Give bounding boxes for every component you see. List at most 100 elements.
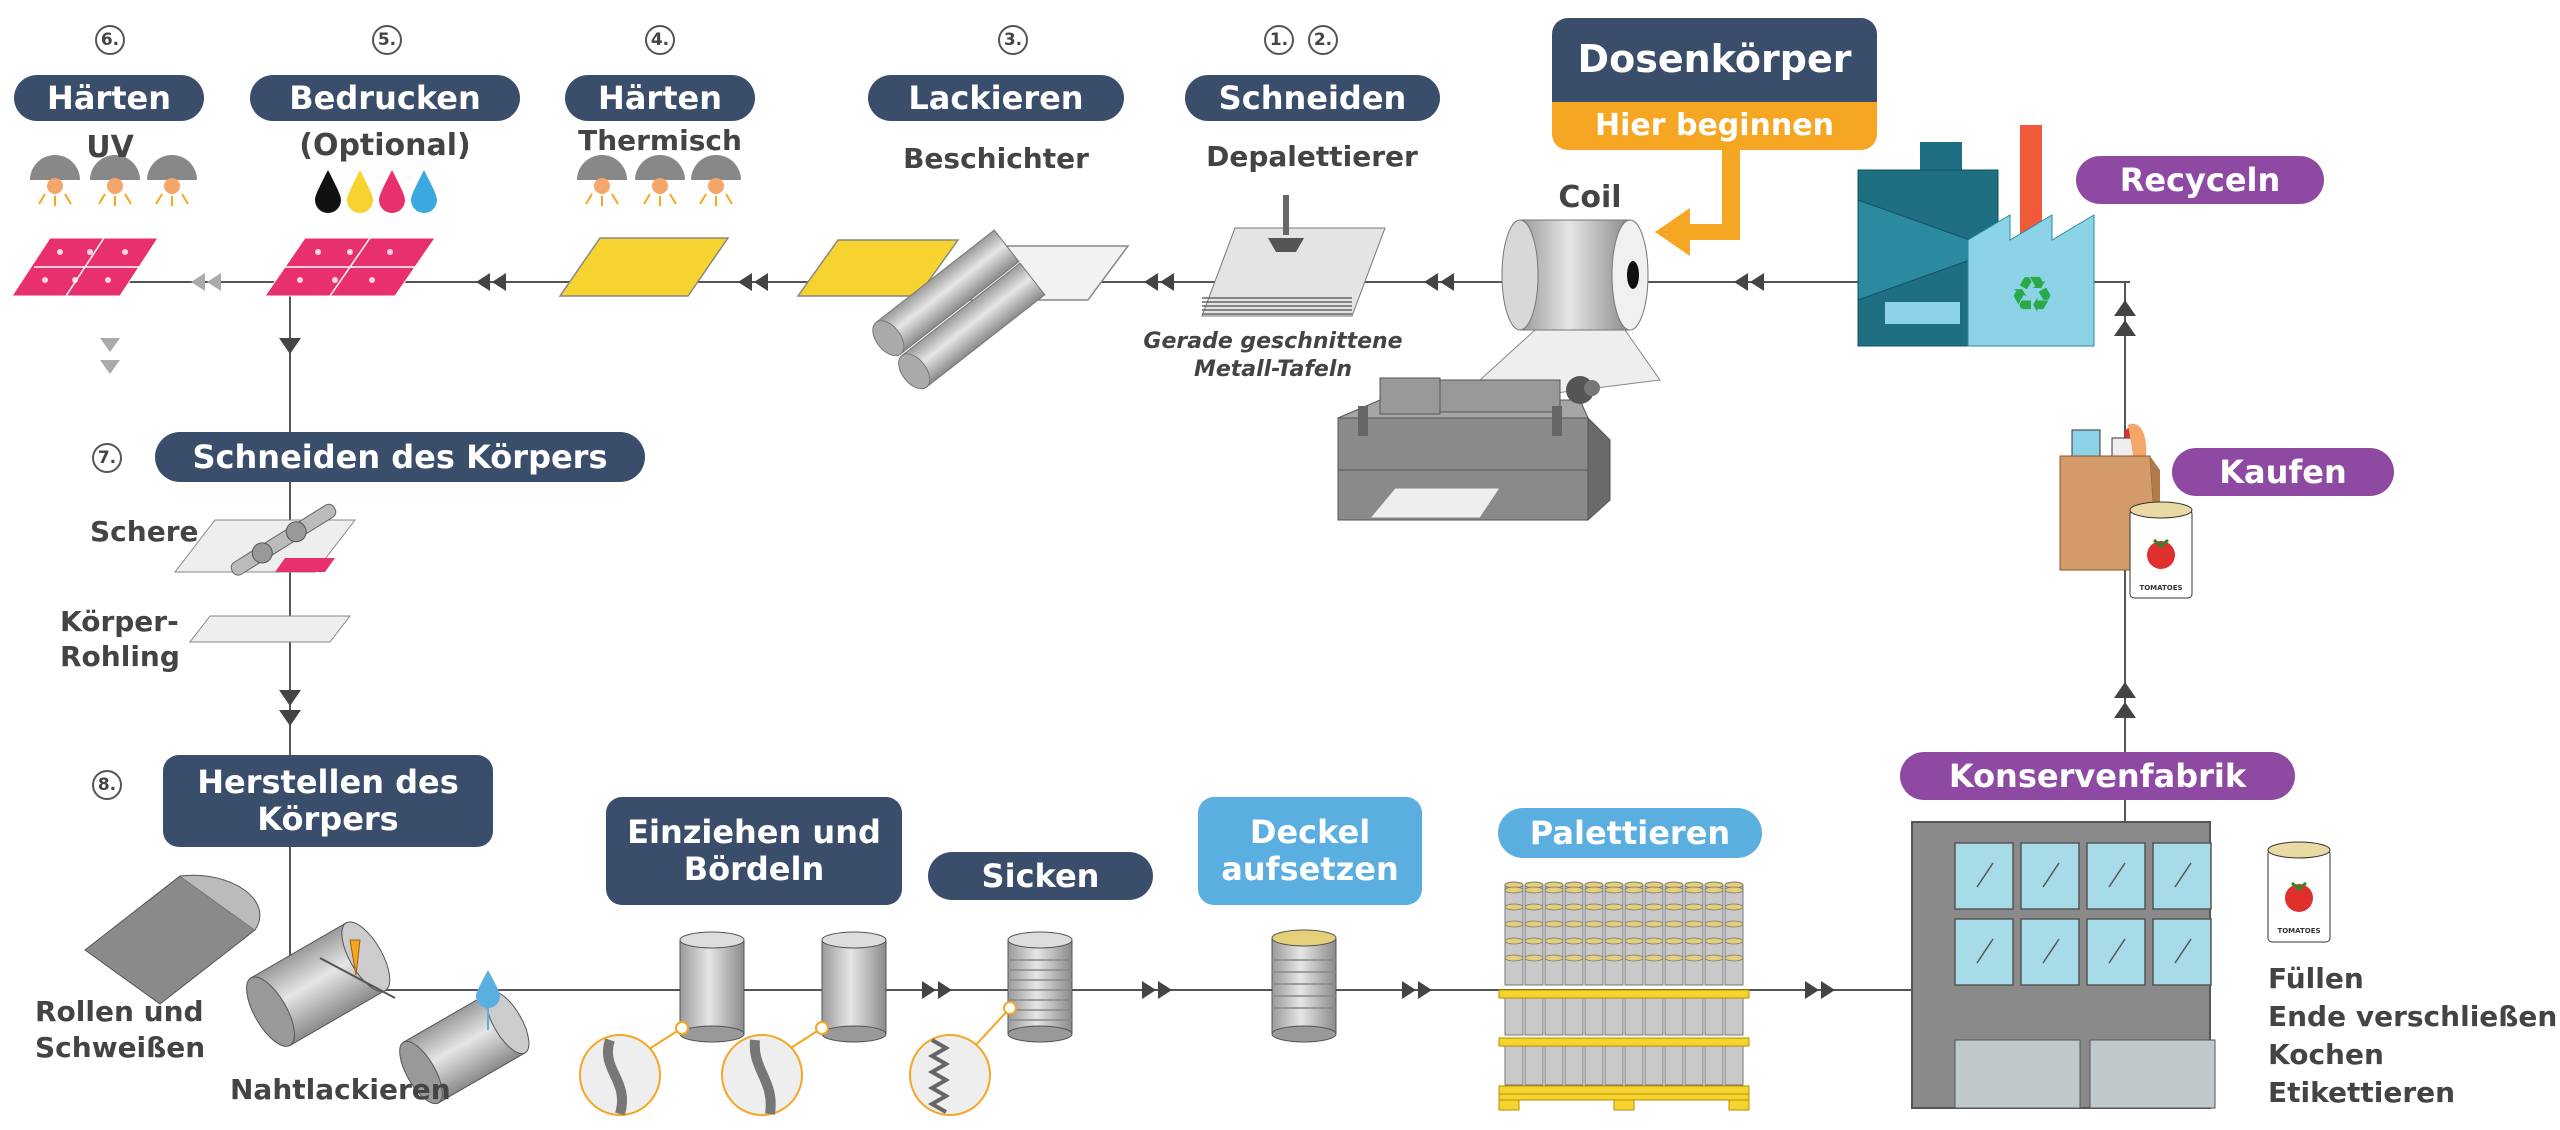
step-number-7: 7. (92, 443, 122, 473)
start-title: Dosenkörper (1552, 18, 1877, 102)
start-subtitle: Hier beginnen (1552, 102, 1877, 150)
pallet-can-top (1664, 903, 1684, 911)
pallet-can-top (1644, 937, 1664, 945)
pallet-can (1624, 994, 1644, 1036)
tomato-label-2: TOMATOES (2277, 927, 2320, 935)
top-arrows (191, 273, 1764, 291)
pallet-can (1684, 994, 1704, 1036)
pallet-can-top (1524, 937, 1544, 945)
pallet-can-top (1524, 920, 1544, 928)
pallet-can (1644, 884, 1664, 986)
pallet-can-top (1604, 886, 1624, 894)
pallet-layer-sheet (1498, 1085, 1750, 1095)
recycling-plant-icon: ♻ (1857, 125, 2095, 347)
pallet-can-top (1604, 920, 1624, 928)
pallet-can-top (1704, 920, 1724, 928)
detail-magnifiers (579, 1001, 1017, 1116)
pallet-can-top (1544, 903, 1564, 911)
pallet-can-top (1664, 937, 1684, 945)
seam-coating-label: Nahtlackieren (230, 1073, 451, 1106)
lid-title: Deckel aufsetzen (1198, 797, 1422, 905)
pallet-can-top (1644, 886, 1664, 894)
pallet-can (1604, 994, 1624, 1036)
pallet-can (1644, 994, 1664, 1036)
pallet-can-top (1704, 886, 1724, 894)
pallet-can (1604, 1042, 1624, 1086)
pallet-can-top (1684, 937, 1704, 945)
right-vertical-arrows (2114, 300, 2136, 718)
sheet-stack-icon (1201, 195, 1386, 317)
pallet-can-top (1624, 920, 1644, 928)
window-glare (2042, 938, 2060, 964)
pallet-can-top (1624, 886, 1644, 894)
cannery-building-icon (1911, 821, 2216, 1109)
seam-coating-icon (399, 970, 530, 1105)
pallet-can-top (1564, 937, 1584, 945)
seal-end-label: Ende verschließen (2268, 1000, 2558, 1033)
pallet-can-top (1504, 920, 1524, 928)
window-glare (2174, 938, 2192, 964)
pallet-can-top (1684, 886, 1704, 894)
window-glare (2108, 938, 2126, 964)
buy-title: Kaufen (2172, 448, 2394, 496)
step-1-2-note: Gerade geschnittene Metall-Tafeln (1143, 329, 1403, 382)
pallet-can (1544, 994, 1564, 1036)
flange-profile-icon (749, 1039, 776, 1115)
pallet-foot (1498, 1099, 1520, 1111)
pallet-can-top (1704, 903, 1724, 911)
coated-sheet-icon (558, 237, 730, 297)
pallet-can (1564, 1042, 1584, 1086)
step-number-5: 5. (372, 25, 402, 55)
pallet-can-top (1504, 903, 1524, 911)
body-blank-label: Körper-Rohling (60, 605, 180, 673)
cannery-title: Konservenfabrik (1900, 752, 2295, 800)
coater-rollers-icon (796, 229, 1130, 390)
step-5-title: Bedrucken (250, 75, 520, 121)
coil-icon (1479, 219, 1661, 401)
pallet-can-top (1724, 954, 1744, 962)
rolling-welding-icon (84, 874, 396, 1047)
window-glare (2174, 862, 2192, 888)
pallet-can-top (1704, 954, 1724, 962)
window-glare (1976, 862, 1994, 888)
pallet-can (1684, 884, 1704, 986)
pallet-can-top (1524, 954, 1544, 962)
pallet-layer-sheet (1498, 989, 1750, 999)
pallet-can-top (1564, 886, 1584, 894)
pallet-can (1604, 884, 1624, 986)
pallet-can-top (1684, 903, 1704, 911)
pallet-can-top (1644, 954, 1664, 962)
lidded-can-icon (1271, 929, 1337, 1043)
necked-can-2-icon (821, 931, 887, 1043)
necked-can-1-icon (679, 931, 745, 1043)
tomato-label-1: TOMATOES (2139, 584, 2182, 592)
printed-sheet-icon (264, 237, 436, 297)
step-7-title: Schneiden des Körpers (155, 432, 645, 482)
cutting-press-icon (1337, 376, 1611, 522)
cannery-window (2086, 918, 2146, 986)
pallet-can-top (1724, 886, 1744, 894)
pallet-of-cans-icon (1498, 881, 1750, 1111)
pallet-can (1544, 884, 1564, 986)
pallet-can-top (1564, 954, 1584, 962)
rolling-welding-label: Rollen und Schweißen (35, 995, 206, 1065)
window-glare (1976, 938, 1994, 964)
pallet-can (1664, 884, 1684, 986)
pallet-can (1524, 994, 1544, 1036)
printed-sheet-uv-icon (11, 237, 159, 297)
pallet-can-top (1684, 954, 1704, 962)
pallet-can (1584, 884, 1604, 986)
pallet-can (1564, 884, 1584, 986)
pallet-can-top (1644, 920, 1664, 928)
uv-down-arrows (100, 338, 120, 374)
palletizing-title: Palettieren (1498, 808, 1762, 858)
step-number-1: 1. (1264, 25, 1294, 55)
pallet-can (1724, 1042, 1744, 1086)
step-6-title: Härten (14, 75, 204, 121)
pallet-can-top (1624, 937, 1644, 945)
pallet-can (1704, 994, 1724, 1036)
pallet-can (1504, 1042, 1524, 1086)
step-6-subtitle: UV (86, 130, 134, 165)
pallet-can-top (1544, 920, 1564, 928)
pallet-can-top (1544, 886, 1564, 894)
